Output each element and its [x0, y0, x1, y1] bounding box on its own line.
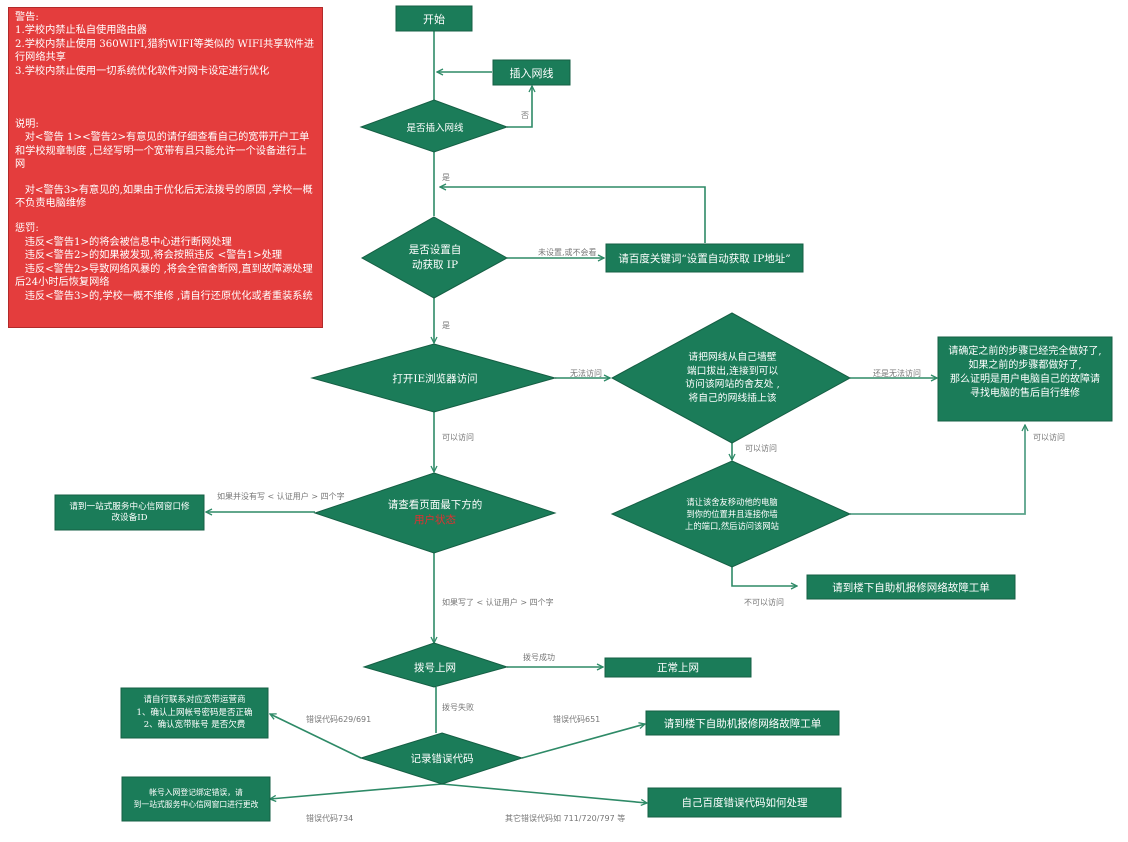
- warning-item: 3.学校内禁止使用一切系统优化软件对网卡设定进行优化: [15, 65, 270, 77]
- penalty-item: 违反<警告1>的将会被信息中心进行断网处理: [15, 236, 232, 248]
- edge-label-code-629: 错误代码629/691: [306, 715, 372, 724]
- node-search-auto-ip[interactable]: [605, 243, 804, 273]
- edge-label-no: 否: [521, 111, 529, 120]
- explain-item: 对<警告 1><警告2>有意见的请仔细查看自己的宽带开户工单和学校规章制度 ,已…: [15, 132, 310, 171]
- edge-label-can-access-3: 可以访问: [1033, 433, 1065, 442]
- edge-label-code-734: 错误代码734: [306, 814, 354, 823]
- warning-item: 1.学校内禁止私自使用路由器: [15, 25, 147, 37]
- explain-item: 对<警告3>有意见的,如果由于优化后无法拨号的原因 ,学校一概不负责电脑维修: [15, 184, 313, 210]
- edge-plugged-no: [507, 86, 532, 128]
- node-dial-up[interactable]: [362, 642, 509, 688]
- edge-label-not-set: 未设置,或不会看: [538, 248, 597, 257]
- node-change-device-id[interactable]: [54, 494, 205, 531]
- edge-error-651: [521, 724, 645, 759]
- node-move-friend-pc[interactable]: [610, 460, 852, 568]
- node-move-cable[interactable]: [610, 312, 852, 444]
- node-contact-isp[interactable]: [120, 687, 269, 739]
- edge-label-dial-success: 拨号成功: [523, 653, 555, 662]
- edge-error-629: [270, 714, 362, 759]
- penalty-item: 违反<警告3>的,学校一概不维修 ,请自行还原优化或者重装系统: [15, 290, 313, 302]
- node-repair-ticket-2[interactable]: [645, 710, 840, 736]
- node-is-plugged[interactable]: [359, 99, 509, 153]
- edge-label-code-651: 错误代码651: [553, 715, 601, 724]
- penalty-title: 惩罚:: [15, 223, 39, 235]
- node-start[interactable]: [395, 5, 473, 32]
- edge-label-yes-2: 是: [442, 321, 450, 330]
- edge-error-734: [270, 783, 443, 799]
- edge-error-other: [441, 783, 647, 803]
- edge-label-can-access-2: 可以访问: [745, 444, 777, 453]
- warnings-title: 警告:: [15, 12, 39, 23]
- node-search-error-code[interactable]: [647, 787, 842, 818]
- node-open-ie[interactable]: [310, 343, 557, 413]
- node-is-auto-ip[interactable]: [360, 216, 509, 299]
- edge-label-yes-1: 是: [442, 173, 450, 182]
- edge-label-written: 如果写了 < 认证用户 > 四个字: [442, 598, 554, 607]
- warning-panel: 警告: 1.学校内禁止私自使用路由器 2.学校内禁止使用 360WIFI,猎豹W…: [8, 7, 323, 328]
- node-check-user-status[interactable]: [313, 472, 557, 554]
- edge-label-can-access-1: 可以访问: [442, 433, 474, 442]
- edge-label-cannot-access: 无法访问: [570, 369, 602, 378]
- edge-friendpc-can: [850, 425, 1025, 515]
- warning-item: 2.学校内禁止使用 360WIFI,猎豹WIFI等类似的 WIFI共享软件进行网…: [15, 38, 315, 64]
- node-own-pc-fault[interactable]: [937, 336, 1113, 422]
- node-binding-error[interactable]: [121, 776, 271, 822]
- explain-title: 说明:: [15, 119, 39, 131]
- edge-autoip-loop: [440, 187, 706, 243]
- edge-friendpc-cannot: [731, 567, 797, 586]
- node-plug-cable[interactable]: [492, 59, 571, 86]
- node-record-error[interactable]: [359, 732, 524, 785]
- edge-label-code-other: 其它错误代码如 711/720/797 等: [505, 814, 626, 823]
- node-normal-online[interactable]: [604, 657, 752, 678]
- penalty-item: 违反<警告2>的如果被发现,将会按照违反 <警告1>处理: [15, 250, 283, 262]
- edge-label-not-written: 如果并没有写 < 认证用户 > 四个字: [217, 492, 345, 501]
- penalty-item: 违反<警告2>导致网络风暴的 ,将会全宿舍断网,直到故障源处理后24小时后恢复网…: [15, 263, 313, 289]
- node-repair-ticket-1[interactable]: [806, 574, 1016, 600]
- edge-label-still-cannot: 还是无法访问: [873, 369, 921, 378]
- edge-label-dial-fail: 拨号失败: [442, 703, 474, 712]
- edge-label-cannot-access-2: 不可以访问: [744, 598, 784, 607]
